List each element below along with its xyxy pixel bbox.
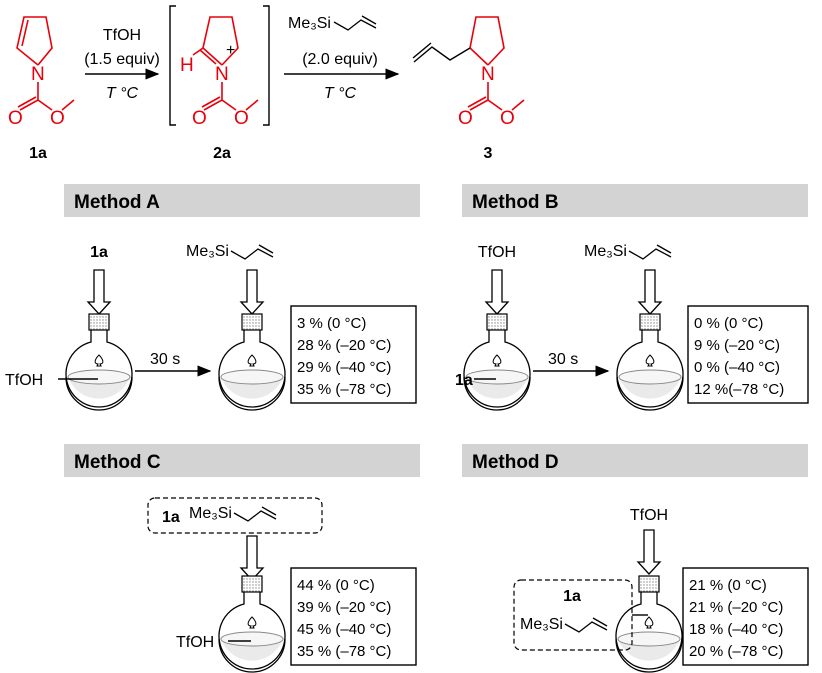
- yield-line: 20 % (–78 °C): [689, 643, 783, 660]
- yield-line: 29 % (–40 °C): [297, 359, 391, 376]
- product-3-structure: N O O 3: [412, 16, 525, 162]
- atom-n: N: [215, 64, 229, 85]
- atom-h: H: [180, 55, 194, 76]
- atom-n: N: [481, 64, 495, 85]
- yield-line: 18 % (–40 °C): [689, 621, 783, 638]
- yield-line: 28 % (–20 °C): [297, 337, 391, 354]
- addition-arrow-icon: [637, 529, 661, 575]
- atom-n: N: [31, 64, 45, 85]
- wait-time: 30 s: [548, 351, 578, 368]
- method-title: Method D: [472, 452, 559, 473]
- method-title: Method C: [74, 452, 161, 473]
- flask-icon: [218, 313, 286, 411]
- addition-arrow-icon: [485, 269, 509, 315]
- method-title: Method B: [472, 192, 559, 213]
- temperature: T °C: [324, 85, 357, 102]
- yield-line: 0 % (–40 °C): [694, 359, 780, 376]
- flask-icon: [616, 313, 684, 411]
- yield-line: 39 % (–20 °C): [297, 599, 391, 616]
- atom-o: O: [8, 108, 23, 129]
- compound-label-2a: 2a: [213, 145, 231, 162]
- addition-reagent: TfOH: [630, 507, 668, 524]
- yield-line: 35 % (–78 °C): [297, 381, 391, 398]
- yield-results: 3 % (0 °C) 28 % (–20 °C) 29 % (–40 °C) 3…: [297, 315, 391, 398]
- flask-icon: [65, 313, 133, 411]
- addition-arrow-icon: [638, 269, 662, 315]
- method-c-panel: Method C 1a Me₃Si TfOH 44 % (0 °C) 39 % …: [64, 444, 420, 673]
- premix-reagent: Me₃Si: [520, 616, 563, 633]
- yield-line: 21 % (0 °C): [689, 577, 767, 594]
- flask-icon: [218, 575, 286, 673]
- second-addition: Me₃Si: [584, 243, 627, 260]
- yield-line: 21 % (–20 °C): [689, 599, 783, 616]
- intermediate-2a-structure: H + N O O 2a: [169, 5, 270, 162]
- flask-content: TfOH: [176, 634, 214, 651]
- positive-charge: +: [226, 42, 235, 59]
- step2-arrow: Me₃Si (2.0 equiv) T °C: [284, 15, 400, 102]
- first-addition: TfOH: [478, 244, 516, 261]
- second-addition: Me₃Si: [186, 243, 229, 260]
- yield-line: 9 % (–20 °C): [694, 337, 780, 354]
- method-b-panel: Method B TfOH 1a 30 s Me₃Si 0 % (0 °C) 9…: [455, 184, 809, 411]
- premix-substrate: 1a: [563, 588, 581, 605]
- atom-o: O: [500, 108, 515, 129]
- addition-arrow-icon: [87, 269, 111, 315]
- yield-line: 12 %(–78 °C): [694, 381, 784, 398]
- flask-content: 1a: [455, 372, 473, 389]
- atom-o: O: [50, 108, 65, 129]
- premix-reagent: Me₃Si: [189, 505, 232, 522]
- yield-results: 21 % (0 °C) 21 % (–20 °C) 18 % (–40 °C) …: [689, 577, 783, 660]
- premix-box: [147, 497, 323, 534]
- reagent-allylsilane: Me₃Si: [288, 15, 331, 32]
- wait-time: 30 s: [150, 351, 180, 368]
- flask-content: TfOH: [5, 372, 43, 389]
- yield-results: 0 % (0 °C) 9 % (–20 °C) 0 % (–40 °C) 12 …: [694, 315, 784, 398]
- premix-box: [513, 579, 633, 651]
- step1-arrow: TfOH (1.5 equiv) T °C: [84, 27, 160, 102]
- flask-icon: [463, 313, 531, 411]
- compound-label-1a: 1a: [29, 145, 47, 162]
- yield-results: 44 % (0 °C) 39 % (–20 °C) 45 % (–40 °C) …: [297, 577, 391, 660]
- flask-icon: [615, 575, 683, 673]
- atom-o: O: [192, 108, 207, 129]
- method-title: Method A: [74, 192, 160, 213]
- first-addition: 1a: [90, 244, 108, 261]
- compound-label-3: 3: [484, 145, 493, 162]
- atom-o: O: [458, 108, 473, 129]
- method-a-panel: Method A 1a TfOH 30 s Me₃Si 3 % (0 °C) 2…: [5, 184, 420, 411]
- yield-line: 3 % (0 °C): [297, 315, 366, 332]
- yield-line: 44 % (0 °C): [297, 577, 375, 594]
- yield-line: 45 % (–40 °C): [297, 621, 391, 638]
- reagent-amount: (1.5 equiv): [84, 51, 160, 68]
- method-d-panel: Method D TfOH 1a Me₃Si 21 % (0 °C) 21 % …: [462, 444, 809, 673]
- atom-o: O: [234, 108, 249, 129]
- yield-line: 35 % (–78 °C): [297, 643, 391, 660]
- compound-1a-structure: N O O 1a: [8, 16, 75, 162]
- addition-arrow-icon: [240, 269, 264, 315]
- addition-arrow-icon: [240, 535, 264, 581]
- premix-substrate: 1a: [162, 509, 180, 526]
- yield-line: 0 % (0 °C): [694, 315, 763, 332]
- temperature: T °C: [106, 85, 139, 102]
- reagent-tfoh: TfOH: [103, 27, 141, 44]
- reagent-amount: (2.0 equiv): [302, 51, 378, 68]
